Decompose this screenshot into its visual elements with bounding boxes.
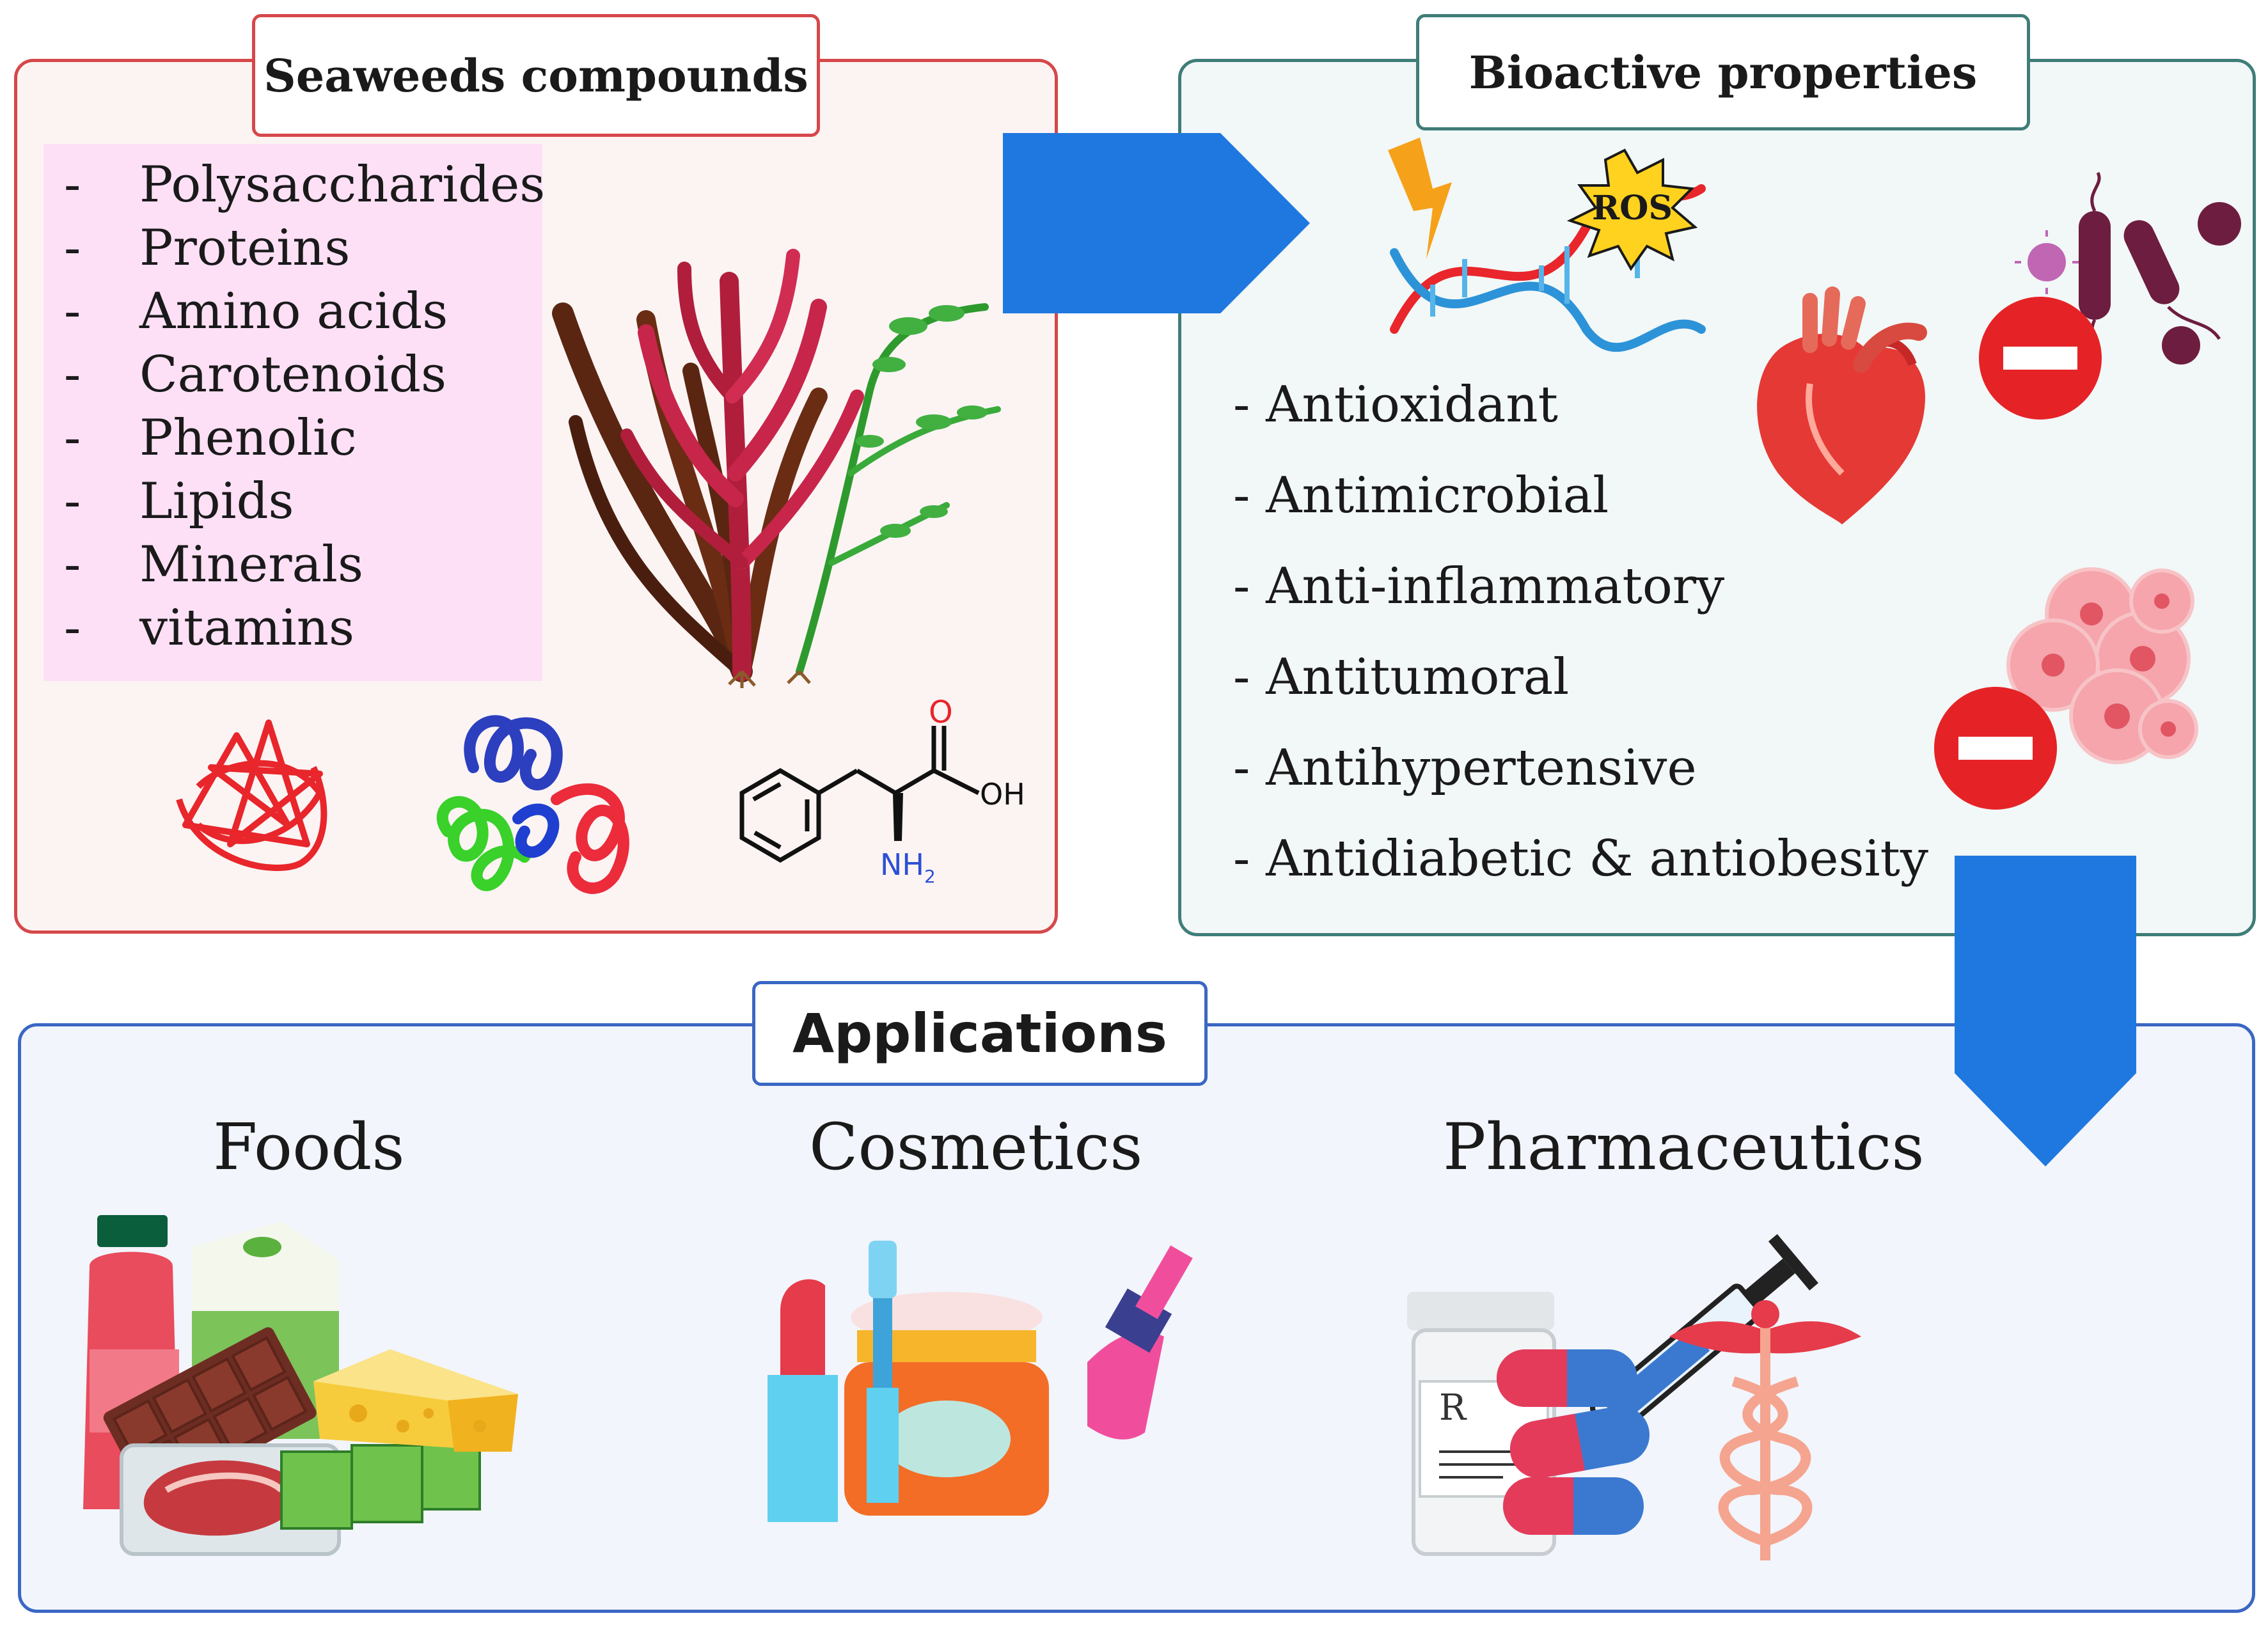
compound-list: -Polysaccharides -Proteins -Amino acids …: [64, 153, 545, 660]
rx-label: R: [1439, 1387, 1467, 1429]
property-item: - Anti-inflammatory: [1233, 558, 1725, 615]
compound-item: -Minerals: [64, 536, 363, 593]
bioactive-properties-panel: [1178, 59, 2256, 936]
protein-structure-icon: [176, 719, 327, 871]
pharmaceutics-label: Pharmaceutics: [1443, 1110, 1925, 1184]
property-item: - Antihypertensive: [1233, 739, 1697, 797]
compound-item: -vitamins: [64, 599, 355, 657]
foods-illustration: [83, 1215, 518, 1556]
bioactive-properties-list: - Antioxidant - Antimicrobial - Anti-inf…: [1233, 363, 1928, 908]
ros-label: ROS: [1592, 189, 1673, 228]
compound-item: -Lipids: [64, 473, 294, 530]
compound-list-highlight: [43, 144, 542, 681]
compound-item: -Proteins: [64, 219, 350, 277]
bioactive-properties-title: Bioactive properties: [1416, 14, 2030, 130]
arrow-right: [1003, 133, 1310, 313]
compound-item: -Carotenoids: [64, 346, 447, 404]
amine-label: NH2: [880, 847, 936, 887]
oxygen-label: O: [929, 695, 953, 730]
amino-acid-molecule-icon: O OH NH2: [739, 695, 1025, 887]
polymer-coils-icon: [436, 715, 629, 894]
pharmaceutics-illustration: R: [1407, 1234, 1861, 1560]
cosmetics-label: Cosmetics: [809, 1110, 1143, 1184]
applications-title: Applications: [752, 981, 1208, 1086]
cosmetics-illustration: [768, 1241, 1193, 1522]
antitumor-icon: [1934, 567, 2198, 810]
seaweed-illustration: [552, 249, 1001, 688]
compound-item: -Phenolic: [64, 409, 357, 467]
antimicrobial-icon: [1979, 171, 2241, 420]
property-item: - Antitumoral: [1233, 648, 1570, 706]
arrow-down: [1955, 856, 2136, 1166]
property-item: - Antimicrobial: [1233, 467, 1609, 524]
dna-ros-icon: ROS: [1388, 137, 1706, 352]
property-item: - Antioxidant: [1233, 376, 1558, 434]
foods-label: Foods: [213, 1110, 405, 1184]
hydroxyl-label: OH: [980, 777, 1025, 812]
property-item: - Antidiabetic & antiobesity: [1233, 830, 1928, 888]
compound-item: -Amino acids: [64, 283, 448, 340]
compound-item: -Polysaccharides: [64, 156, 546, 214]
seaweed-compounds-title: Seaweeds compounds: [252, 14, 820, 137]
heart-icon: [1757, 287, 1927, 524]
